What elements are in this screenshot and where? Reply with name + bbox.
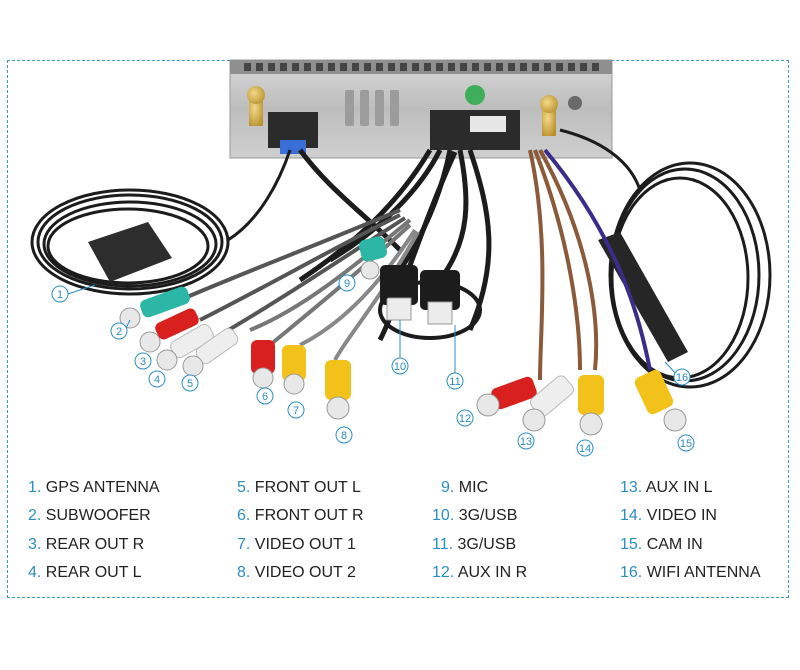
legend-label: CAM IN — [646, 536, 703, 553]
legend-number: 8. — [237, 564, 251, 581]
rca-leads — [179, 148, 652, 381]
legend-item: 1. GPS ANTENNA — [28, 479, 160, 497]
legend-item: 9. MIC — [441, 479, 488, 497]
legend-number: 11. — [432, 536, 454, 553]
callout-9 — [338, 274, 356, 292]
callout-label: 10 — [394, 361, 406, 373]
legend-item: 4. REAR OUT L — [28, 564, 142, 582]
callout-label: 16 — [676, 372, 688, 384]
legend-number: 5. — [237, 479, 251, 496]
legend-number: 10. — [432, 507, 455, 524]
callout-label: 8 — [341, 430, 347, 442]
usb-connector-icon — [380, 265, 460, 325]
legend-label: VIDEO OUT 1 — [254, 536, 356, 553]
legend-number: 1. — [28, 479, 42, 496]
antenna-connector-right — [540, 95, 558, 136]
legend-number: 6. — [237, 507, 251, 524]
legend-item: 2. SUBWOOFER — [28, 507, 151, 525]
callout-markers — [51, 274, 695, 457]
callout-11 — [446, 372, 464, 390]
legend-label: FRONT OUT R — [254, 507, 364, 524]
legend-number: 16. — [620, 564, 643, 581]
legend-label: VIDEO OUT 2 — [254, 564, 356, 581]
callout-label: 6 — [262, 391, 268, 403]
callout-6 — [256, 387, 274, 405]
legend-label: WIFI ANTENNA — [646, 564, 761, 581]
callout-12 — [456, 409, 474, 427]
callout-16 — [673, 368, 691, 386]
legend-item: 6. FRONT OUT R — [237, 507, 364, 525]
wifi-antenna-blade — [598, 232, 688, 362]
callout-5 — [181, 374, 199, 392]
legend-label: AUX IN R — [457, 564, 528, 581]
callout-label: 1 — [57, 289, 63, 301]
legend-label: FRONT OUT L — [254, 479, 361, 496]
callout-15 — [677, 434, 695, 452]
callout-label: 11 — [449, 376, 460, 388]
callout-8 — [335, 426, 353, 444]
antenna-connector-left — [247, 86, 265, 126]
wifi-antenna-icon — [559, 128, 772, 389]
legend-item: 11. 3G/USB — [432, 536, 516, 554]
callout-label: 15 — [680, 438, 692, 450]
callout-1 — [51, 285, 69, 303]
callout-14 — [576, 439, 594, 457]
callout-4 — [148, 370, 166, 388]
legend-item: 7. VIDEO OUT 1 — [237, 536, 356, 554]
legend-number: 12. — [432, 564, 455, 581]
legend-number: 13. — [620, 479, 643, 496]
callout-13 — [517, 432, 535, 450]
legend-number: 9. — [441, 479, 455, 496]
legend-item: 16. WIFI ANTENNA — [620, 564, 760, 582]
legend-number: 2. — [28, 507, 42, 524]
legend-label: SUBWOOFER — [45, 507, 151, 524]
legend-item: 8. VIDEO OUT 2 — [237, 564, 356, 582]
legend-item: 15. CAM IN — [620, 536, 703, 554]
legend-label: REAR OUT R — [45, 536, 145, 553]
callout-7 — [287, 401, 305, 419]
rca-plug-icon — [119, 236, 687, 436]
legend-item: 3. REAR OUT R — [28, 536, 144, 554]
callout-label: 14 — [579, 443, 591, 455]
legend-label: 3G/USB — [458, 507, 518, 524]
callout-label: 3 — [140, 356, 146, 368]
callout-label: 9 — [344, 278, 350, 290]
callout-label: 4 — [154, 374, 160, 386]
legend-item: 14. VIDEO IN — [620, 507, 717, 525]
legend-label: GPS ANTENNA — [45, 479, 160, 496]
legend-number: 14. — [620, 507, 643, 524]
legend-item: 12. AUX IN R — [432, 564, 527, 582]
callout-label: 13 — [520, 436, 532, 448]
callout-label: 5 — [187, 378, 193, 390]
callout-10 — [391, 357, 409, 375]
legend-number: 3. — [28, 536, 42, 553]
usb-cable-loop — [378, 280, 482, 340]
callout-numbers: 1 2 3 4 5 6 7 8 9 10 11 12 13 14 15 16 — [57, 278, 692, 455]
legend-item: 5. FRONT OUT L — [237, 479, 361, 497]
legend: 1. GPS ANTENNA 2. SUBWOOFER 3. REAR OUT … — [0, 475, 800, 595]
wiring-diagram: 1 2 3 4 5 6 7 8 9 10 11 12 13 14 15 16 — [30, 59, 772, 457]
legend-number: 15. — [620, 536, 643, 553]
callout-label: 12 — [459, 413, 471, 425]
legend-number: 4. — [28, 564, 42, 581]
gps-puck — [88, 222, 172, 282]
legend-number: 7. — [237, 536, 251, 553]
callout-label: 2 — [116, 326, 122, 338]
legend-item: 13. AUX IN L — [620, 479, 713, 497]
callout-label: 7 — [293, 405, 299, 417]
legend-label: MIC — [458, 479, 489, 496]
legend-label: AUX IN L — [645, 479, 713, 496]
legend-label: REAR OUT L — [45, 564, 142, 581]
legend-label: 3G/USB — [457, 536, 517, 553]
callout-3 — [134, 352, 152, 370]
legend-label: VIDEO IN — [646, 507, 717, 524]
gps-antenna-icon — [30, 149, 292, 296]
callout-2 — [110, 322, 128, 340]
legend-item: 10. 3G/USB — [432, 507, 517, 525]
